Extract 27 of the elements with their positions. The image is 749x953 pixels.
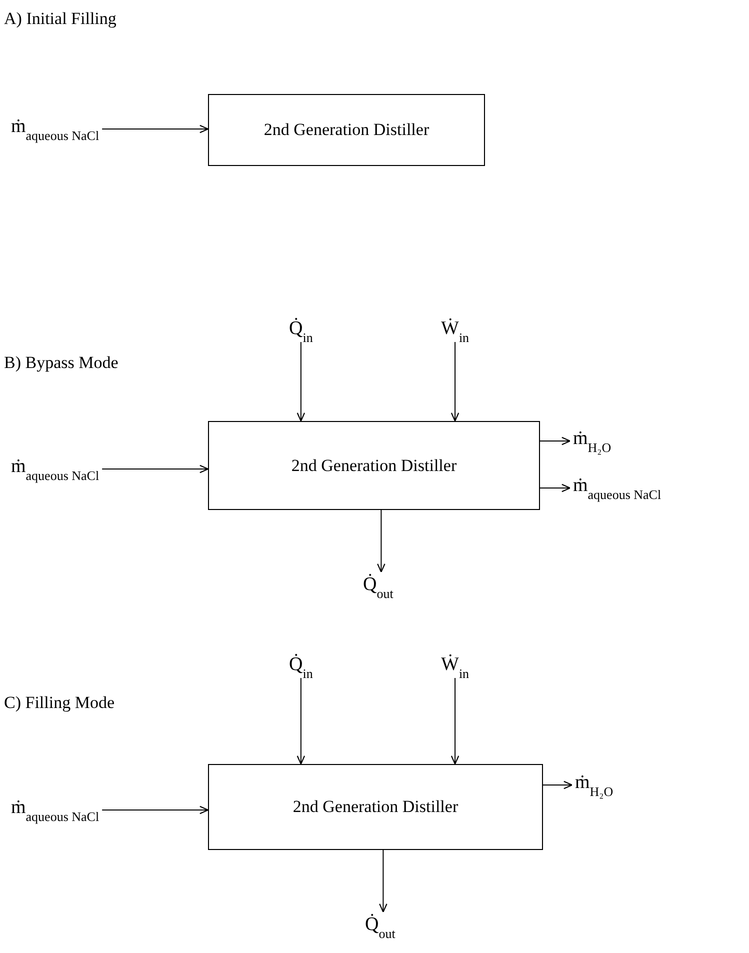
arrow xyxy=(102,464,209,474)
arrow xyxy=(379,850,388,913)
process-box xyxy=(208,764,543,850)
arrow xyxy=(102,124,209,134)
flow-symbol: Q̇$_{in}$ xyxy=(286,316,316,342)
box-label: 2nd Generation Distiller xyxy=(291,454,457,477)
arrow xyxy=(450,678,460,765)
box-label: 2nd Generation Distiller xyxy=(292,796,458,818)
flow-symbol: Ẇ$_{in}$ xyxy=(438,316,472,342)
arrow xyxy=(450,342,460,422)
arrow xyxy=(540,436,571,446)
section-heading: C) Filling Mode xyxy=(4,692,115,714)
section-heading: A) Initial Filling xyxy=(4,8,116,30)
arrow xyxy=(296,342,306,422)
flow-symbol: Ẇ$_{in}$ xyxy=(438,652,472,678)
flow-symbol: Q̇$_{out}$ xyxy=(360,572,396,598)
section-heading: B) Bypass Mode xyxy=(4,352,118,374)
flow-symbol: Q̇$_{out}$ xyxy=(362,912,398,938)
process-box xyxy=(208,421,540,510)
process-box xyxy=(208,94,485,166)
arrow xyxy=(377,510,386,573)
box-label: 2nd Generation Distiller xyxy=(264,119,430,142)
arrow xyxy=(540,484,571,492)
flow-symbol: Q̇$_{in}$ xyxy=(286,652,316,678)
arrow xyxy=(296,678,306,765)
arrow xyxy=(542,780,573,790)
arrow xyxy=(102,806,209,814)
